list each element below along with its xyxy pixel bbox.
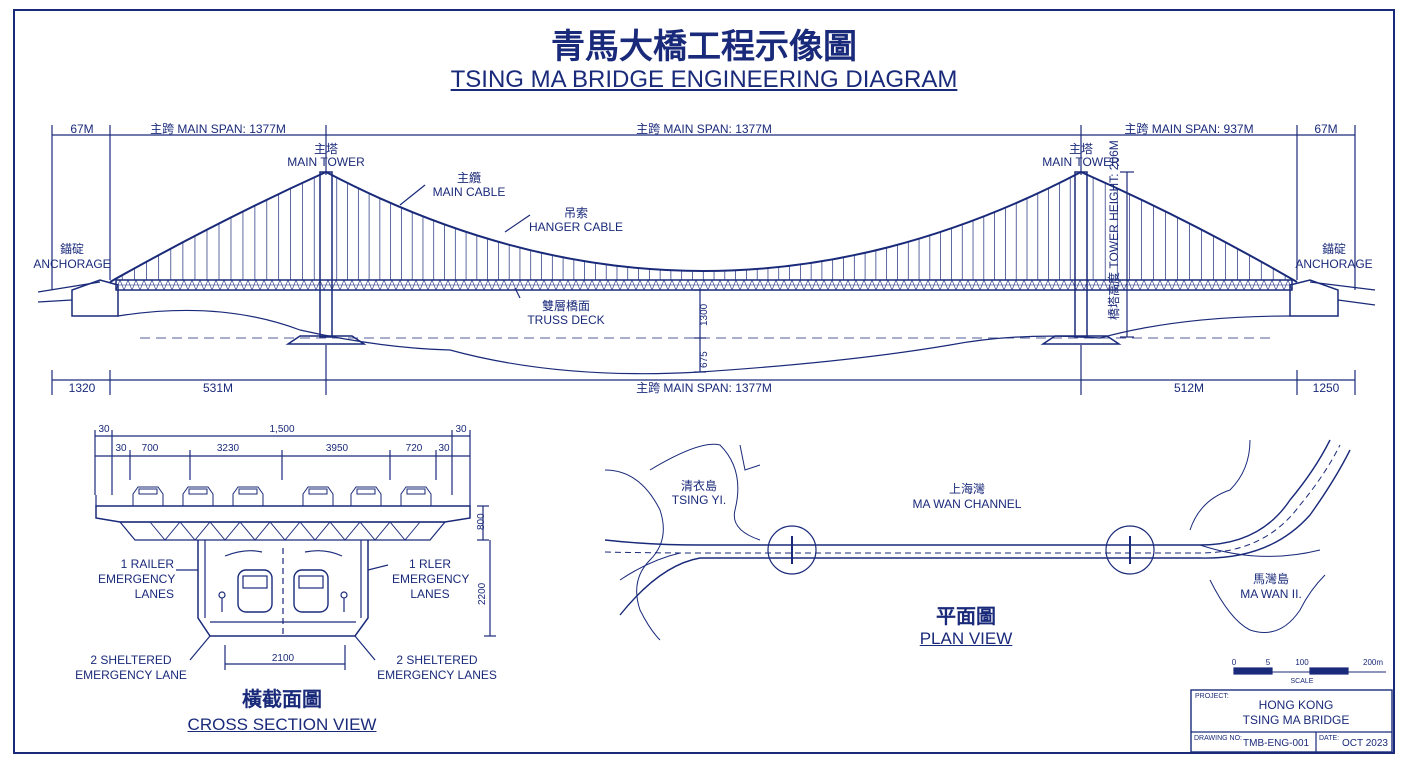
left-anchor-cn: 錨碇: [59, 242, 85, 256]
cs-left-callout: 1 RAILER EMERGENCY LANES: [98, 557, 176, 601]
cs-title-en: CROSS SECTION VIEW: [187, 715, 377, 734]
drawing-no-label: DRAWING NO:: [1194, 735, 1242, 742]
hanger-cn: 吊索: [563, 206, 589, 220]
scale-label: SCALE: [1290, 678, 1314, 685]
cs-right-callout: 1 RLER EMERGENCY LANES: [392, 557, 470, 601]
clearance-dim: 1300: [699, 303, 710, 326]
car-window: [356, 488, 376, 495]
cs-right-bottom-callout: 2 SHELTERED EMERGENCY LANES: [377, 653, 497, 682]
left-anchor-en: ANCHORAGE: [33, 257, 111, 271]
bottom-left-span: 531M: [202, 381, 234, 395]
deck-en: TRUSS DECK: [527, 313, 605, 327]
dim-left-end: 67M: [70, 122, 94, 136]
bottom-right-span: 512M: [1173, 381, 1205, 395]
left-tower-cn: 主塔: [313, 142, 339, 156]
drawing-no: TMB-ENG-001: [1243, 738, 1310, 749]
scale-tick: 200m: [1362, 658, 1384, 667]
dim-center-span: 主跨 MAIN SPAN: 1377M: [636, 122, 772, 136]
cs-dim-left: 30: [98, 424, 110, 435]
car-icon: [350, 486, 382, 506]
dim-right-end: 67M: [1314, 122, 1338, 136]
cs-lane-dim: 30: [115, 443, 127, 454]
right-anchor-en: ANCHORAGE: [1295, 257, 1373, 271]
bottom-center-span: 主跨 MAIN SPAN: 1377M: [636, 381, 772, 395]
left-tower-en: MAIN TOWER: [287, 155, 365, 169]
car-icon: [132, 486, 164, 506]
car-window: [138, 488, 158, 495]
title-cn: 青馬大橋工程示像圖: [551, 28, 857, 66]
car-window: [188, 488, 208, 495]
scale-tick: 100: [1295, 658, 1309, 667]
bottom-right-end: 1250: [1312, 381, 1340, 395]
deck-cn: 雙層橋面: [541, 299, 591, 313]
dim-left-span: 主跨 MAIN SPAN: 1377M: [150, 122, 286, 136]
hanger-en: HANGER CABLE: [528, 220, 624, 234]
car-icon: [182, 486, 214, 506]
depth-dim: 675: [699, 351, 710, 368]
title-en: TSING MA BRIDGE ENGINEERING DIAGRAM: [450, 66, 958, 93]
main-cable-en: MAIN CABLE: [432, 185, 506, 199]
cs-deck-height: 800: [476, 513, 487, 530]
cs-lane-dim: 30: [438, 443, 450, 454]
car-icon: [400, 486, 432, 506]
cs-left-bottom-callout: 2 SHELTERED EMERGENCY LANE: [75, 653, 187, 682]
car-icon: [232, 486, 264, 506]
ma-wan-cn: 馬灣島: [1252, 572, 1290, 586]
plan-title-en: PLAN VIEW: [919, 629, 1013, 648]
cs-bottom-dim: 2100: [271, 653, 295, 664]
bottom-left-end: 1320: [68, 381, 96, 395]
project-line1: HONG KONG: [1258, 698, 1334, 712]
scale-tick: 0: [1231, 658, 1237, 667]
cs-dim-total: 1,500: [269, 424, 295, 435]
tsing-yi-cn: 清衣島: [680, 479, 718, 493]
scale-tick: 5: [1265, 658, 1271, 667]
cs-dim-right: 30: [455, 424, 467, 435]
date-value: OCT 2023: [1342, 738, 1388, 749]
plan-title-cn: 平面圖: [936, 606, 996, 628]
right-tower-cn: 主塔: [1068, 142, 1094, 156]
cs-lane-dim: 3230: [216, 443, 240, 454]
main-cable-cn: 主纜: [456, 171, 482, 185]
cs-lane-dim: 720: [405, 443, 423, 454]
tower-height-label: 橋塔高度 TOWER HEIGHT: 206M: [1107, 140, 1121, 320]
project-label: PROJECT:: [1195, 693, 1229, 700]
right-anchor-cn: 錨碇: [1321, 242, 1347, 256]
dim-right-span: 主跨 MAIN SPAN: 937M: [1124, 122, 1254, 136]
car-window: [406, 488, 426, 495]
cs-title-cn: 橫截面圖: [242, 689, 322, 711]
cs-lane-dim: 700: [141, 443, 159, 454]
date-label: DATE:: [1319, 735, 1340, 742]
ma-wan-en: MA WAN II.: [1240, 587, 1302, 601]
cs-lower-height: 2200: [477, 582, 488, 605]
right-tower-en: MAIN TOWER: [1042, 155, 1120, 169]
deck-truss: [115, 279, 1293, 291]
tsing-yi-en: TSING YI.: [671, 493, 727, 507]
car-window: [238, 488, 258, 495]
car-window: [308, 488, 328, 495]
project-line2: TSING MA BRIDGE: [1242, 713, 1350, 727]
channel-cn: 上海灣: [948, 482, 986, 496]
cs-lane-dim: 3950: [325, 443, 349, 454]
channel-en: MA WAN CHANNEL: [912, 497, 1022, 511]
car-icon: [302, 486, 334, 506]
